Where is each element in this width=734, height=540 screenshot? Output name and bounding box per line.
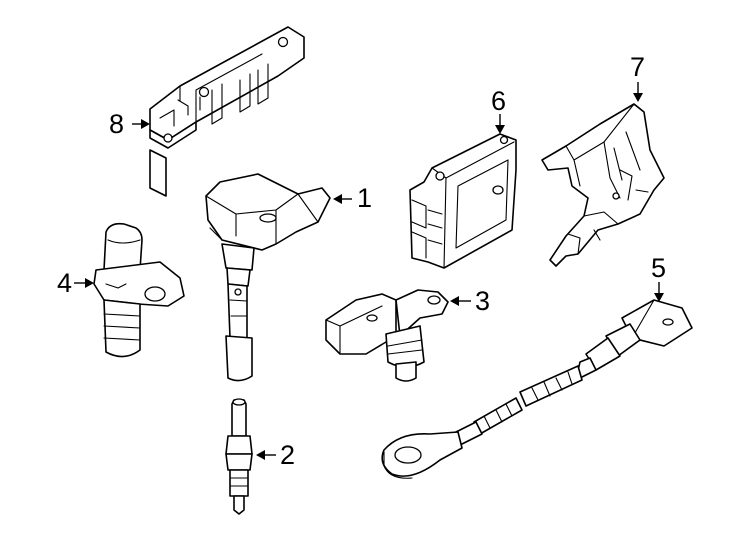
callout-8: 8 bbox=[109, 109, 150, 139]
part-1-ignition-coil[interactable] bbox=[205, 173, 331, 382]
part-2-spark-plug[interactable] bbox=[225, 398, 253, 515]
callout-5-number: 5 bbox=[651, 253, 666, 283]
callout-6-number: 6 bbox=[491, 86, 506, 116]
callout-3-number: 3 bbox=[475, 286, 490, 316]
callout-2: 2 bbox=[256, 440, 295, 470]
callout-4: 4 bbox=[57, 268, 94, 298]
part-8-bracket[interactable] bbox=[149, 26, 305, 197]
callout-1-number: 1 bbox=[357, 183, 372, 213]
callout-3: 3 bbox=[450, 286, 490, 316]
callout-6: 6 bbox=[491, 86, 506, 134]
part-4-crankshaft-sensor[interactable] bbox=[93, 222, 185, 358]
callout-8-number: 8 bbox=[109, 109, 124, 139]
part-6-ecm[interactable] bbox=[409, 133, 517, 269]
part-3-camshaft-sensor[interactable] bbox=[325, 289, 449, 382]
callout-7: 7 bbox=[630, 52, 645, 102]
part-7-ecm-bracket[interactable] bbox=[541, 103, 665, 267]
callout-7-number: 7 bbox=[630, 52, 645, 82]
part-5-knock-sensor[interactable] bbox=[381, 299, 693, 479]
callout-2-number: 2 bbox=[280, 440, 295, 470]
callout-4-number: 4 bbox=[57, 268, 72, 298]
callout-5: 5 bbox=[651, 253, 666, 302]
callout-1: 1 bbox=[333, 183, 372, 213]
